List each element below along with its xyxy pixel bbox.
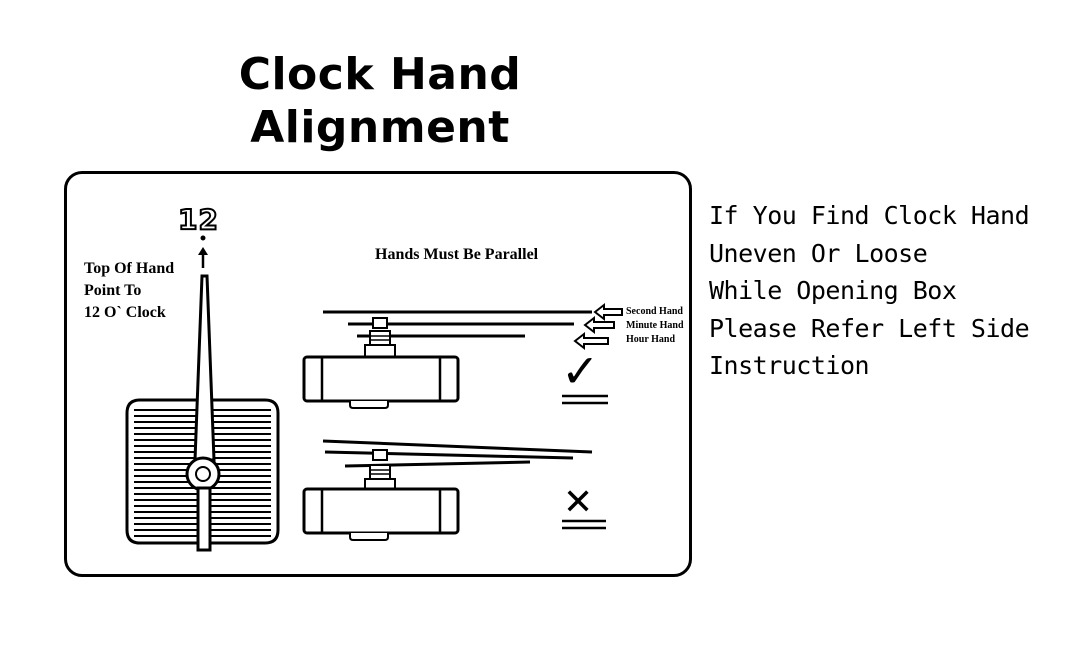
hour-hand-label: Hour Hand	[626, 334, 675, 345]
incorrect-mark-underline	[562, 519, 606, 530]
title-line-1: Clock Hand	[238, 49, 522, 100]
minute-hand-label: Minute Hand	[626, 320, 684, 331]
side-note-line-1: If You Find Clock Hand	[709, 201, 1030, 230]
side-note: If You Find Clock Hand Uneven Or Loose W…	[709, 197, 1030, 385]
clock-hand	[185, 274, 221, 552]
parallel-heading: Hands Must Be Parallel	[375, 246, 539, 263]
instruction-panel	[64, 171, 692, 577]
twelve-label: 12	[177, 203, 219, 237]
top-of-hand-note-line-1: Top Of Hand	[84, 260, 175, 277]
cross-icon: ✕	[563, 482, 594, 523]
top-of-hand-note-line-2: Point To	[84, 282, 142, 299]
uneven-hands-example	[302, 439, 593, 541]
second-hand-label: Second Hand	[626, 306, 683, 317]
hand-label-arrows	[573, 302, 623, 351]
side-note-line-2: Uneven Or Loose	[709, 238, 928, 268]
top-of-hand-note-line-3: 12 O` Clock	[84, 304, 166, 321]
side-note-line-5: Instruction	[709, 351, 870, 380]
page-title: Clock Hand Alignment	[190, 48, 570, 154]
twelve-pointer-arrow	[198, 235, 208, 268]
check-icon: ✓	[561, 344, 600, 398]
side-note-line-4: Please Refer Left Side	[709, 313, 1030, 343]
side-note-line-3: While Opening Box	[709, 276, 957, 305]
top-of-hand-note: Top Of Hand Point To 12 O` Clock	[84, 258, 174, 324]
parallel-hands-example	[302, 310, 592, 409]
correct-mark-underline	[562, 394, 608, 405]
title-line-2: Alignment	[250, 102, 510, 153]
